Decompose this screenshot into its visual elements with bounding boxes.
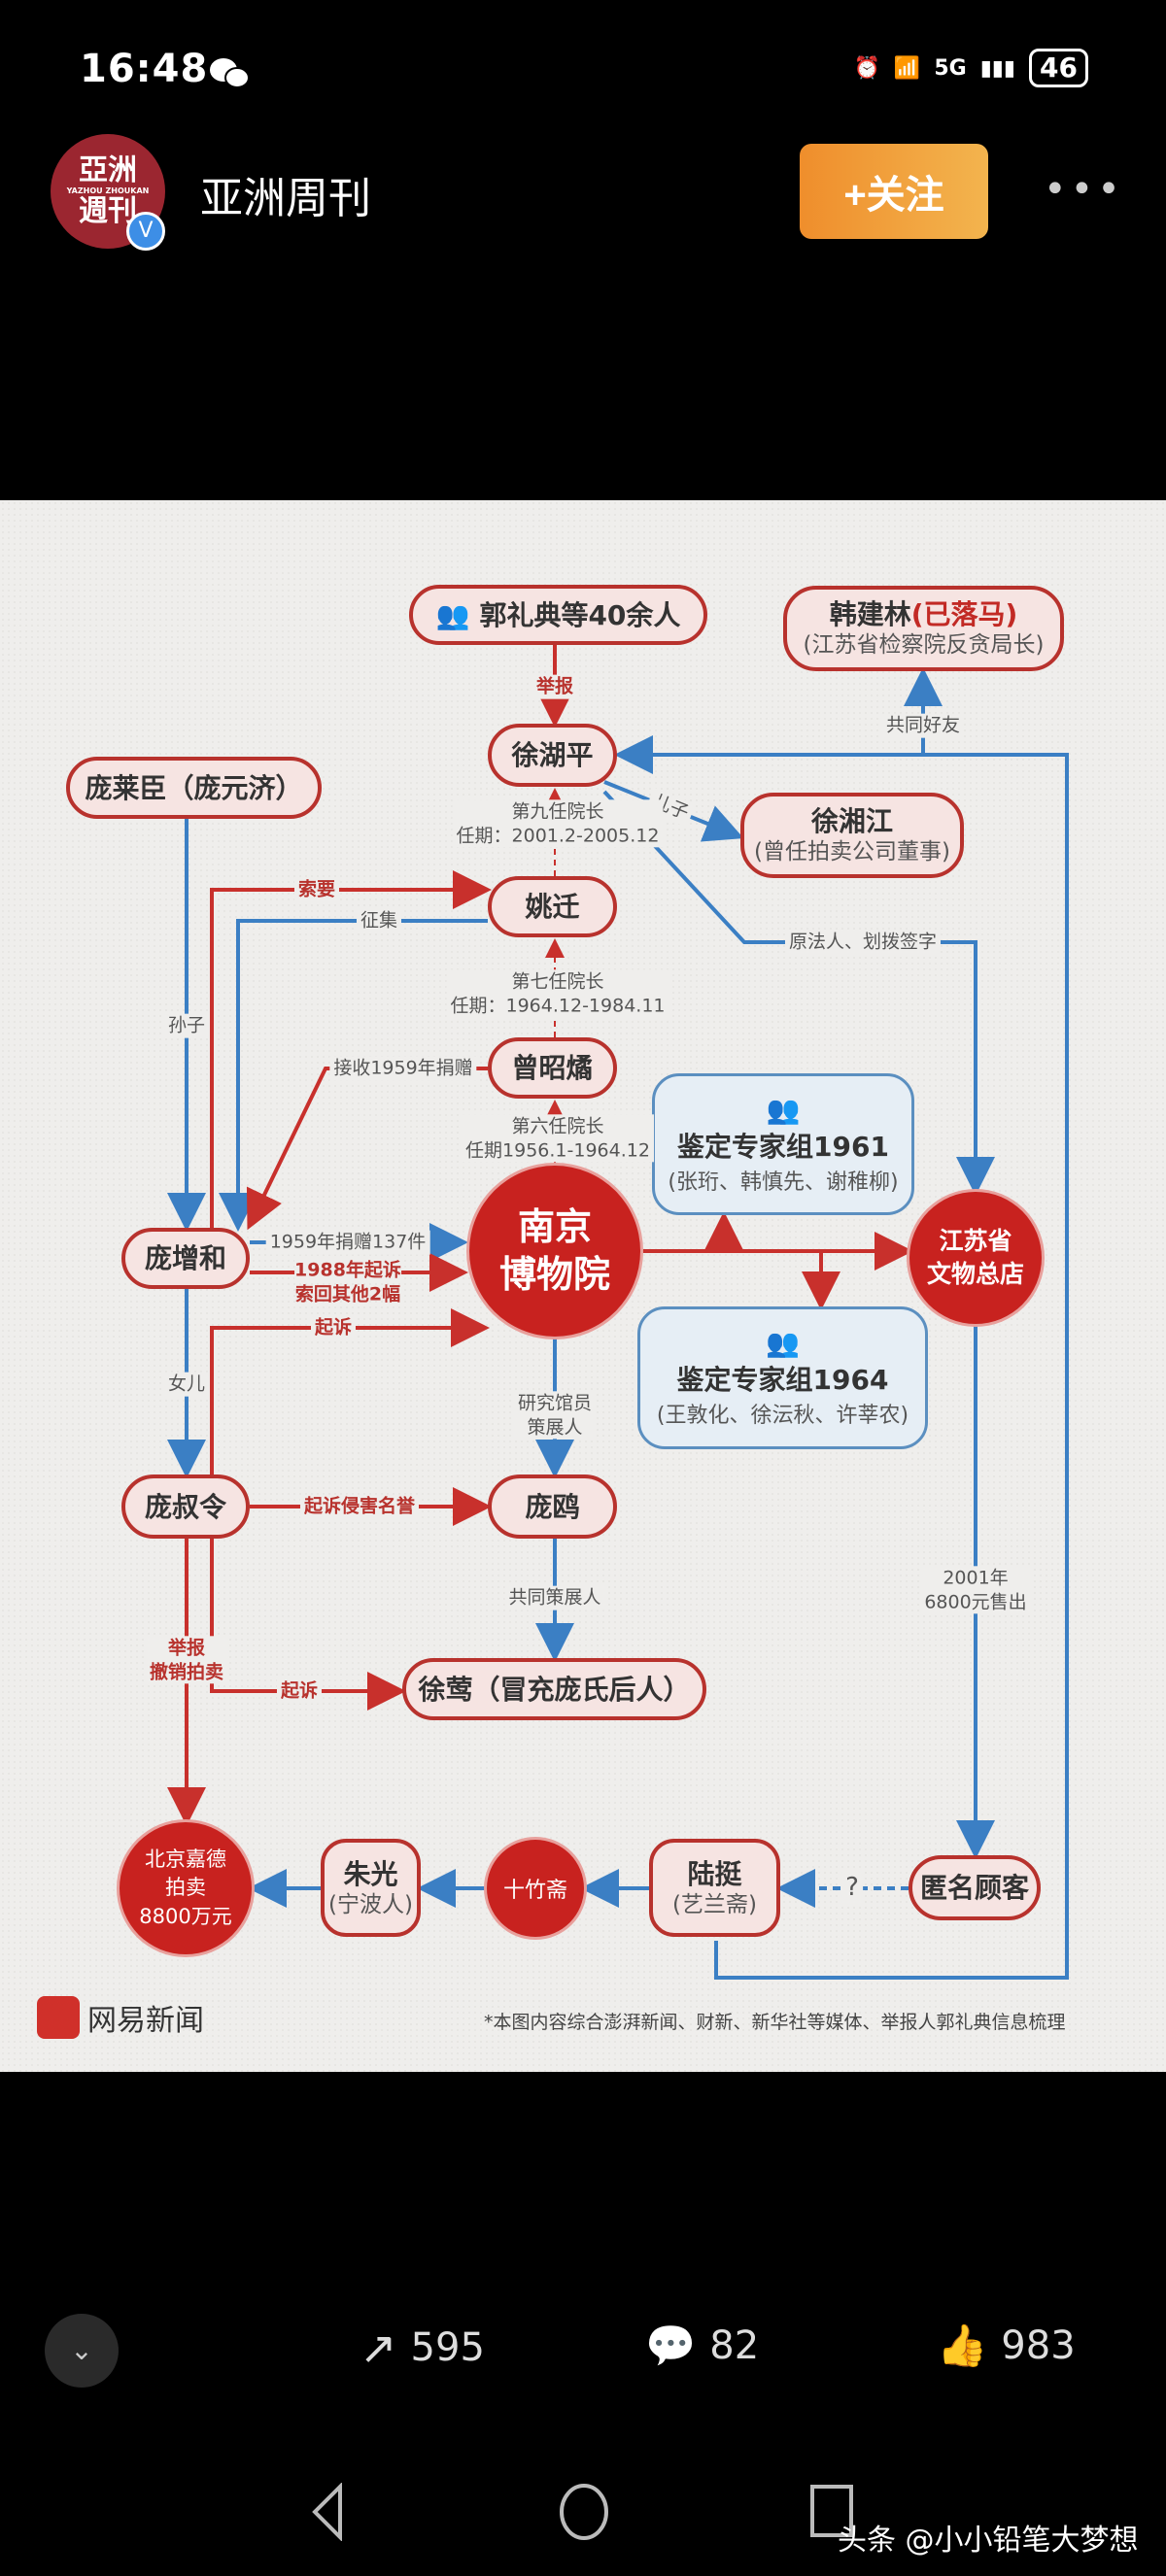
edge-label-ninth: 第九任院长任期：2001.2-2005.12 (452, 799, 664, 848)
people-icon: 👥 (435, 598, 470, 631)
account-name[interactable]: 亚洲周刊 (200, 174, 371, 223)
people-icon: 👥 (766, 1093, 801, 1126)
edge-loop (614, 735, 1069, 1980)
node-zengzhaoyu[interactable]: 曾昭燏 (488, 1037, 617, 1099)
node-han[interactable]: 韩建林(已落马)(江苏省检察院反贪局长) (783, 586, 1064, 671)
edge-label-seventh: 第七任院长任期：1964.12-1984.11 (446, 969, 669, 1018)
share-button[interactable]: ↗595 (360, 2322, 485, 2374)
watermark: 头条 @小小铅笔大梦想 (838, 2524, 1139, 2558)
edge-label-report: 举报 (532, 674, 578, 699)
node-yaoqian[interactable]: 姚迁 (488, 876, 617, 937)
edge-label-cocurator: 共同策展人 (504, 1585, 605, 1610)
edge-label-grandson: 孙子 (163, 1013, 210, 1038)
back-nav-icon[interactable] (311, 2483, 350, 2541)
edge-label-sue2: 起诉 (276, 1678, 323, 1704)
node-pangou[interactable]: 庞鸥 (488, 1474, 617, 1539)
people-icon: 👥 (766, 1327, 800, 1359)
edge-label-collect: 征集 (356, 908, 402, 933)
edge-label-legal-rep: 原法人、划拨签字 (784, 930, 942, 955)
more-options-icon[interactable]: ••• (1044, 167, 1124, 212)
node-xuxiangjiang[interactable]: 徐湘江(曾任拍卖公司董事) (740, 793, 964, 878)
status-icons: ⏰ 📶 5G ▮▮▮ 46 (854, 49, 1088, 87)
edge-label-curator: 研究馆员策展人 (513, 1391, 597, 1440)
edge-label-demand: 索要 (293, 877, 340, 902)
edge-label-receive: 接收1959年捐赠 (329, 1056, 477, 1081)
node-guo[interactable]: 👥郭礼典等40余人 (409, 585, 707, 645)
follow-button[interactable]: +关注 (800, 144, 988, 239)
node-pangshuling[interactable]: 庞叔令 (121, 1474, 250, 1539)
node-panglaichen[interactable]: 庞莱臣（庞元济） (66, 757, 322, 819)
edge-label-donate: 1959年捐赠137件 (265, 1230, 430, 1255)
edge-label-sue1988: 1988年起诉索回其他2幅 (294, 1258, 401, 1305)
home-nav-icon[interactable] (558, 2483, 610, 2541)
edge-label-report2: 举报撤销拍卖 (145, 1636, 228, 1684)
recents-nav-icon[interactable] (808, 2483, 855, 2541)
edge-label-defamation: 起诉侵害名誉 (299, 1494, 420, 1519)
node-expert-1964[interactable]: 👥鉴定专家组1964(王敦化、徐沄秋、许莘农) (637, 1306, 928, 1449)
comment-icon: 💬 (645, 2322, 697, 2369)
like-button[interactable]: 👍983 (937, 2322, 1076, 2369)
collapse-chevron-down-icon[interactable]: ⌄ (45, 2314, 119, 2388)
edge-demand (210, 870, 492, 1228)
node-xuhuping[interactable]: 徐湖平 (488, 724, 617, 787)
edge-sue (210, 1308, 490, 1474)
signal-icon: ▮▮▮ (979, 55, 1016, 81)
netease-logo-icon (37, 1996, 80, 2039)
battery-level: 46 (1029, 49, 1088, 87)
edge-receive (246, 1067, 488, 1231)
edge-label-unknown: ? (841, 1872, 863, 1905)
network-type: 5G (934, 55, 967, 81)
wifi-icon: 📶 (893, 55, 921, 81)
status-time: 16:48 (80, 47, 209, 91)
relationship-diagram: 👥郭礼典等40余人 韩建林(已落马)(江苏省检察院反贪局长) 徐湖平 庞莱臣（庞… (0, 500, 1166, 2072)
node-jiangsu-store[interactable]: 江苏省文物总店 (909, 1192, 1042, 1324)
node-expert-1961[interactable]: 👥鉴定专家组1961(张珩、韩慎先、谢稚柳) (652, 1073, 914, 1215)
alarm-icon: ⏰ (853, 55, 880, 81)
edge-label-mutual-friend: 共同好友 (881, 713, 965, 738)
node-luting[interactable]: 陆挺(艺兰斋) (649, 1839, 780, 1937)
thumbs-up-icon: 👍 (937, 2322, 988, 2369)
share-icon: ↗ (360, 2322, 397, 2374)
netease-news-logo: 网易新闻 (37, 1996, 204, 2039)
node-anonymous[interactable]: 匿名顾客 (909, 1855, 1041, 1920)
verified-badge-icon: V (126, 212, 165, 251)
wechat-icon (210, 58, 250, 88)
comment-button[interactable]: 💬82 (645, 2322, 760, 2369)
edge-collect (219, 919, 488, 1232)
edge-label-daughter: 女儿 (163, 1372, 210, 1397)
node-nanjing-museum[interactable]: 南京博物院 (469, 1166, 640, 1337)
edge-label-sixth: 第六任院长任期1956.1-1964.12 (462, 1114, 654, 1163)
node-xuying[interactable]: 徐莺（冒充庞氏后人） (402, 1658, 706, 1720)
footnote: *本图内容综合澎湃新闻、财新、新华社等媒体、举报人郭礼典信息梳理 (484, 2012, 1066, 2033)
node-pangzenghe[interactable]: 庞增和 (121, 1228, 250, 1289)
edge-label-sue: 起诉 (310, 1315, 357, 1340)
edge-sue2 (210, 1539, 406, 1711)
node-shizhuzhai[interactable]: 十竹斋 (487, 1840, 584, 1937)
node-zhuguang[interactable]: 朱光(宁波人) (321, 1839, 421, 1937)
